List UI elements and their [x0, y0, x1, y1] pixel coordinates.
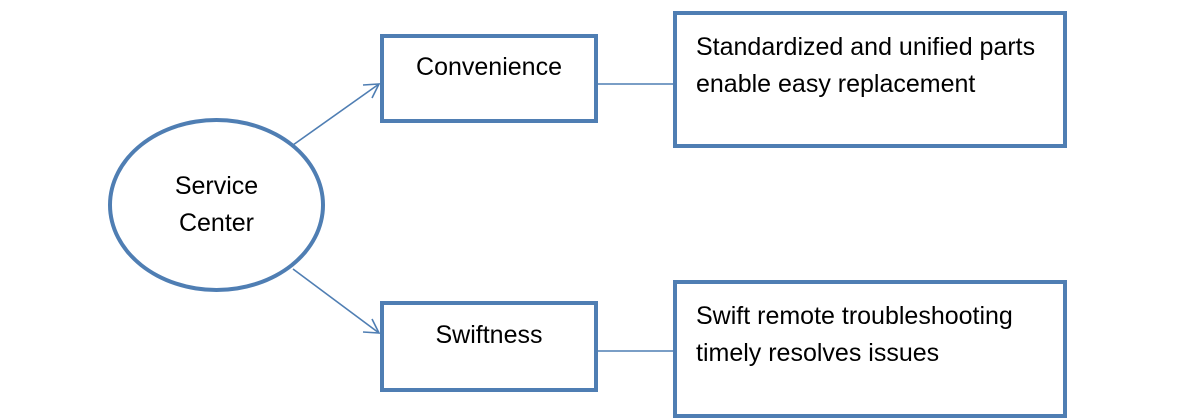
arrowhead-convenience [362, 83, 381, 99]
root-node-label: Service Center [174, 172, 259, 237]
description-text: Swift remote troubleshooting timely reso… [696, 302, 1013, 367]
arrowhead-swiftness [362, 318, 381, 334]
root-node-service-center: Service Center [108, 118, 325, 292]
arrow-root-to-convenience [292, 83, 380, 146]
branch-node-convenience: Convenience [380, 34, 598, 123]
branch-node-label: Swiftness [435, 321, 543, 349]
branch-node-swiftness: Swiftness [380, 301, 598, 392]
arrow-root-to-swiftness [292, 268, 380, 334]
description-node-swiftness: Swift remote troubleshooting timely reso… [673, 280, 1067, 418]
description-node-convenience: Standardized and unified parts enable ea… [673, 11, 1067, 148]
description-text: Standardized and unified parts enable ea… [696, 33, 1036, 98]
branch-node-label: Convenience [416, 53, 562, 81]
